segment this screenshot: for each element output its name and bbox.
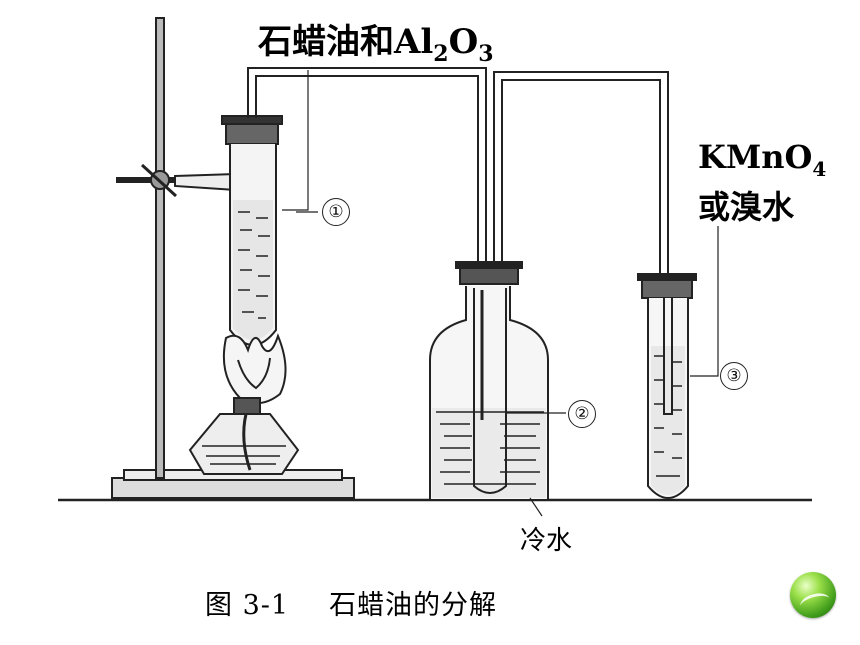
stand-rod — [155, 17, 165, 479]
leader-3 — [690, 226, 719, 377]
cold-water-label: 冷水 — [520, 526, 573, 556]
inner-tube — [473, 288, 507, 494]
marker-2: ② — [568, 400, 596, 428]
indicator-main: KMnO — [698, 138, 813, 176]
reagent-main: 石蜡油和Al — [258, 22, 434, 62]
delivery-tube-1 — [247, 67, 487, 262]
indicator-sub: 4 — [812, 157, 827, 181]
indicator-line2: 或溴水 — [698, 188, 795, 226]
caption-title: 石蜡油的分解 — [329, 590, 498, 621]
logo-icon[interactable] — [790, 572, 836, 618]
caption-figure-number: 图 3-1 — [205, 590, 290, 621]
leader-1 — [282, 70, 309, 211]
reagent-sub1: 2 — [433, 41, 449, 67]
flame — [222, 333, 287, 405]
reagent-sub2: 3 — [478, 41, 494, 67]
delivery-tube-2 — [493, 71, 669, 276]
leader-water — [529, 497, 543, 517]
marker-1: ① — [322, 198, 350, 226]
reagent-label: 石蜡油和Al2O3 — [258, 14, 494, 67]
marker-3: ③ — [720, 362, 748, 390]
figure-caption: 图 3-1 石蜡油的分解 — [205, 583, 497, 622]
indicator-label: KMnO4 — [698, 138, 826, 181]
reagent-o: O — [448, 22, 479, 62]
